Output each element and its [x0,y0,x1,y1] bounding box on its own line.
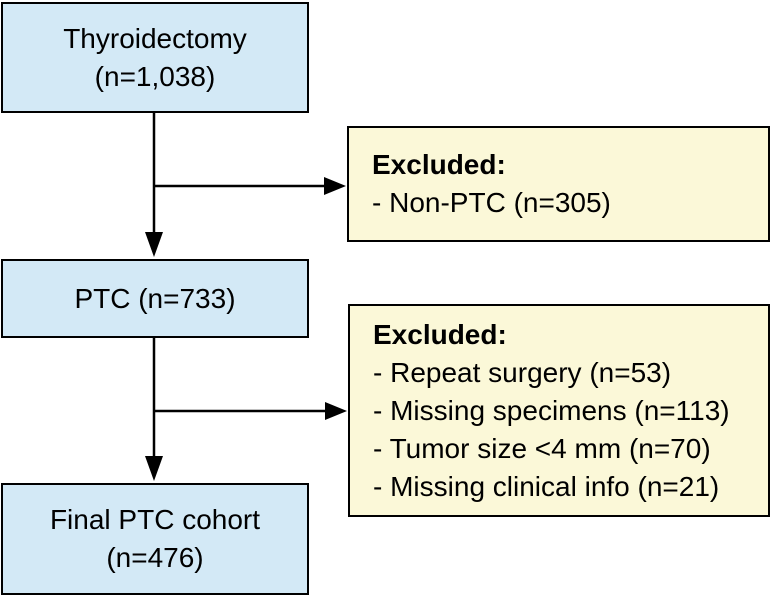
node-thyroidectomy: Thyroidectomy (n=1,038) [1,2,309,113]
node-thyroidectomy-line2: (n=1,038) [94,60,216,92]
exclusion-1-item: - Non-PTC (n=305) [372,187,611,218]
exclusion-2-item: - Tumor size <4 mm (n=70) [373,432,711,464]
exclusion-2-item: - Repeat surgery (n=53) [373,356,672,388]
exclusion-2-title: Excluded: [373,318,507,350]
arrowhead-down-1 [145,232,163,257]
node-ptc: PTC (n=733) [1,259,309,338]
exclusion-2-item: - Missing clinical info (n=21) [373,470,720,502]
exclusion-1-title: Excluded: [372,149,506,180]
exclusion-box-1: Excluded: - Non-PTC (n=305) [347,126,770,242]
node-thyroidectomy-line1: Thyroidectomy [63,22,247,54]
exclusion-box-2: Excluded: - Repeat surgery (n=53) - Miss… [348,304,770,517]
node-final-line1: Final PTC cohort [49,504,261,535]
arrowhead-down-2 [145,456,163,481]
arrowhead-right-2 [325,402,347,420]
node-final-line2: (n=476) [106,542,204,573]
exclusion-2-item: - Missing specimens (n=113) [373,394,730,426]
arrowhead-right-1 [324,177,346,195]
node-ptc-line1: PTC (n=733) [74,282,236,314]
node-final-cohort: Final PTC cohort (n=476) [1,483,309,595]
